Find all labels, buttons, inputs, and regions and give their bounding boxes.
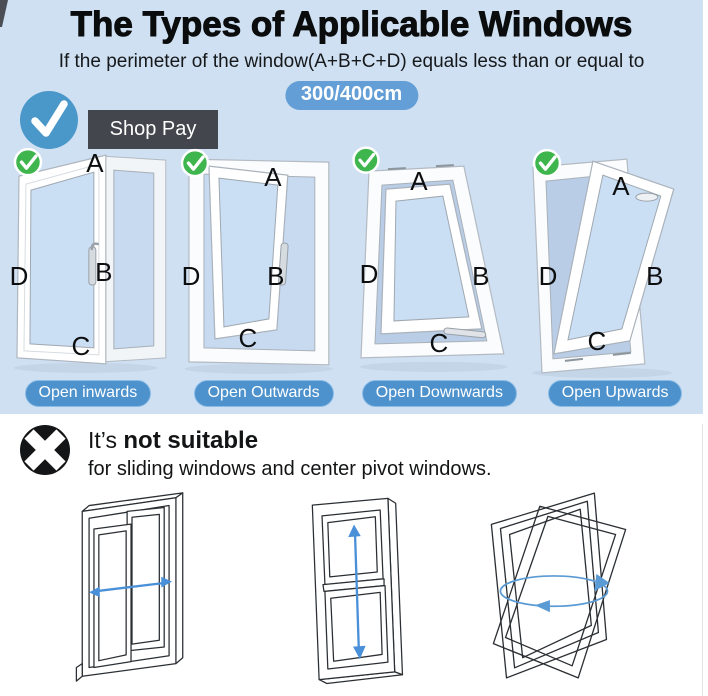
- side-label-b: B: [646, 261, 663, 291]
- not-suitable-highlight: not suitable: [123, 427, 259, 454]
- pill-open-outwards: Open Outwards: [193, 380, 334, 407]
- side-label-c: C: [72, 331, 91, 361]
- side-label-a: A: [410, 166, 428, 196]
- subtitle: If the perimeter of the window(A+B+C+D) …: [58, 51, 645, 72]
- not-suitable-text: It’s not suitable for sliding windows an…: [88, 427, 492, 481]
- next-slide-edge: [702, 424, 703, 696]
- green-check-icon: [532, 148, 562, 178]
- window-open-downwards-illustration: A B C D: [351, 146, 508, 372]
- window-open-upwards-illustration: A B C D: [532, 148, 675, 378]
- perimeter-badge: 300/400cm: [284, 81, 419, 110]
- side-label-d: D: [10, 261, 29, 291]
- horizontal-arrow-icon: [89, 576, 172, 598]
- side-label-d: D: [359, 259, 378, 289]
- not-suitable-line2: for sliding windows and center pivot win…: [88, 458, 492, 480]
- window-open-outwards-illustration: A B C D: [180, 148, 333, 374]
- side-label-c: C: [238, 323, 257, 353]
- side-label-b: B: [472, 261, 489, 291]
- side-label-d: D: [181, 261, 200, 291]
- sliding-window-illustration: [75, 492, 184, 682]
- x-circle-icon: [20, 425, 70, 475]
- side-label-a: A: [86, 148, 104, 178]
- side-label-a: A: [264, 162, 282, 192]
- side-label-c: C: [588, 326, 607, 356]
- side-label-b: B: [95, 257, 112, 287]
- green-check-icon: [13, 147, 43, 177]
- page-corner-decoration: [0, 0, 8, 27]
- applicable-windows-section: The Types of Applicable Windows If the p…: [0, 0, 703, 414]
- side-label-d: D: [539, 261, 558, 291]
- page-title: The Types of Applicable Windows: [70, 5, 633, 45]
- green-check-icon: [180, 148, 209, 178]
- not-suitable-prefix: It’s: [88, 427, 124, 453]
- shop-pay-tooltip: Shop Pay: [88, 110, 218, 149]
- side-label-b: B: [267, 261, 284, 291]
- pill-open-upwards: Open Upwards: [547, 380, 683, 407]
- window-open-inwards: A B C D: [0, 145, 176, 378]
- green-check-icon: [351, 146, 380, 174]
- window-handle: [88, 242, 100, 286]
- vertical-arrow-icon: [348, 524, 366, 660]
- window-open-inwards-illustration: A B C D: [10, 147, 167, 373]
- window-types-row: A B C D: [0, 145, 703, 378]
- blue-check-icon: [20, 91, 78, 149]
- side-label-c: C: [429, 328, 448, 358]
- window-handle: [442, 327, 486, 339]
- not-suitable-line1: It’s not suitable: [88, 427, 492, 455]
- not-suitable-section: It’s not suitable for sliding windows an…: [0, 414, 708, 696]
- center-pivot-window-illustration: [490, 492, 627, 679]
- open-direction-labels: Open inwards Open Outwards Open Downward…: [0, 380, 703, 407]
- window-handle: [277, 242, 289, 286]
- double-hung-window-illustration: [311, 497, 404, 685]
- window-open-upwards: A B C D: [527, 145, 703, 378]
- window-open-downwards: A B C D: [351, 145, 528, 378]
- side-label-a: A: [612, 171, 630, 201]
- window-open-outwards: A B C D: [176, 145, 352, 378]
- pill-open-downwards: Open Downwards: [361, 380, 517, 407]
- window-latch: [635, 192, 659, 202]
- rotation-arrow-icon: [499, 573, 610, 613]
- pill-open-inwards: Open inwards: [24, 380, 152, 407]
